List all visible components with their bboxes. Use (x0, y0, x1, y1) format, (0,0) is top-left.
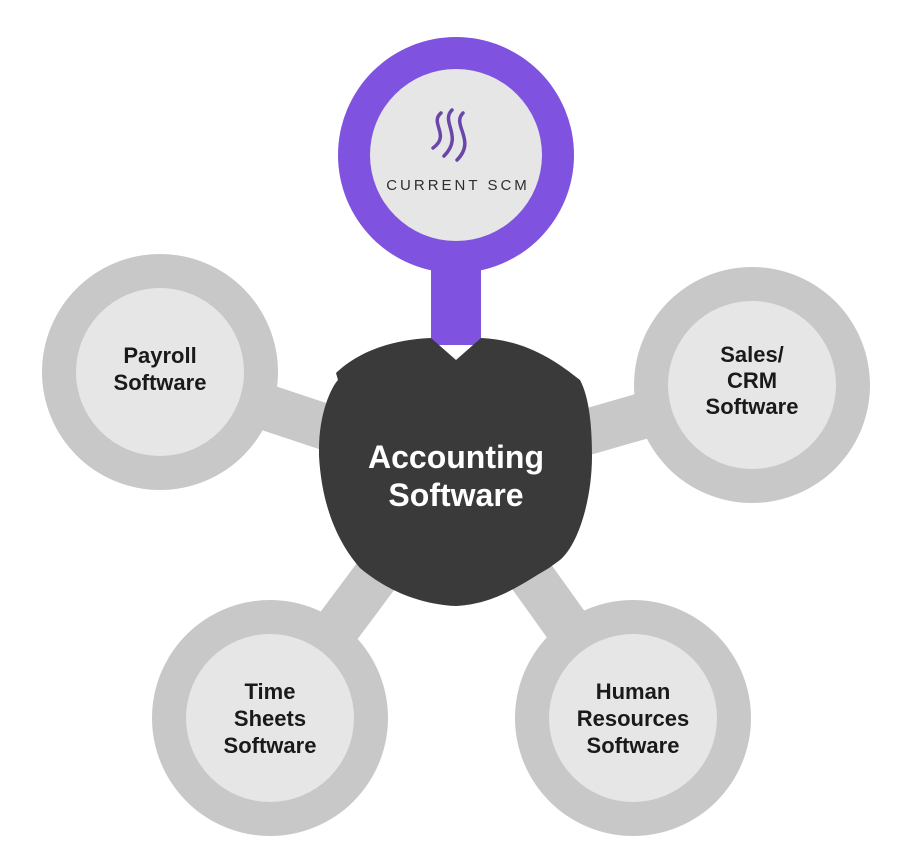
hr-node: Human Resources Software (515, 600, 751, 836)
hub-shape (319, 338, 592, 606)
hr-inner (549, 634, 717, 802)
wave-lines-icon (431, 108, 467, 162)
payroll-label-line2: Software (114, 370, 207, 395)
timesheets-inner (186, 634, 354, 802)
payroll-label-line1: Payroll (123, 343, 196, 368)
sales-label-line1: Sales/ (720, 342, 784, 367)
payroll-inner (76, 288, 244, 456)
timesheets-label-line1: Time (245, 679, 296, 704)
featured-inner (370, 69, 542, 241)
hub-title-line1: Accounting (368, 439, 544, 475)
brand-name: CURRENT SCM (386, 177, 530, 194)
timesheets-label-line2: Sheets (234, 706, 306, 731)
hub-node: Accounting Software (319, 338, 592, 606)
featured-node: CURRENT SCM (338, 37, 574, 273)
hr-label-line2: Resources (577, 706, 690, 731)
payroll-node: Payroll Software (42, 254, 278, 490)
sales-label-line3: Software (706, 394, 799, 419)
sales-inner (668, 301, 836, 469)
sales-label-line2: CRM (727, 368, 777, 393)
timesheets-label-line3: Software (224, 733, 317, 758)
hr-label-line3: Software (587, 733, 680, 758)
sales-node: Sales/ CRM Software (634, 267, 870, 503)
timesheets-node: Time Sheets Software (152, 600, 388, 836)
hub-title-line2: Software (388, 477, 523, 513)
hr-label-line1: Human (596, 679, 671, 704)
